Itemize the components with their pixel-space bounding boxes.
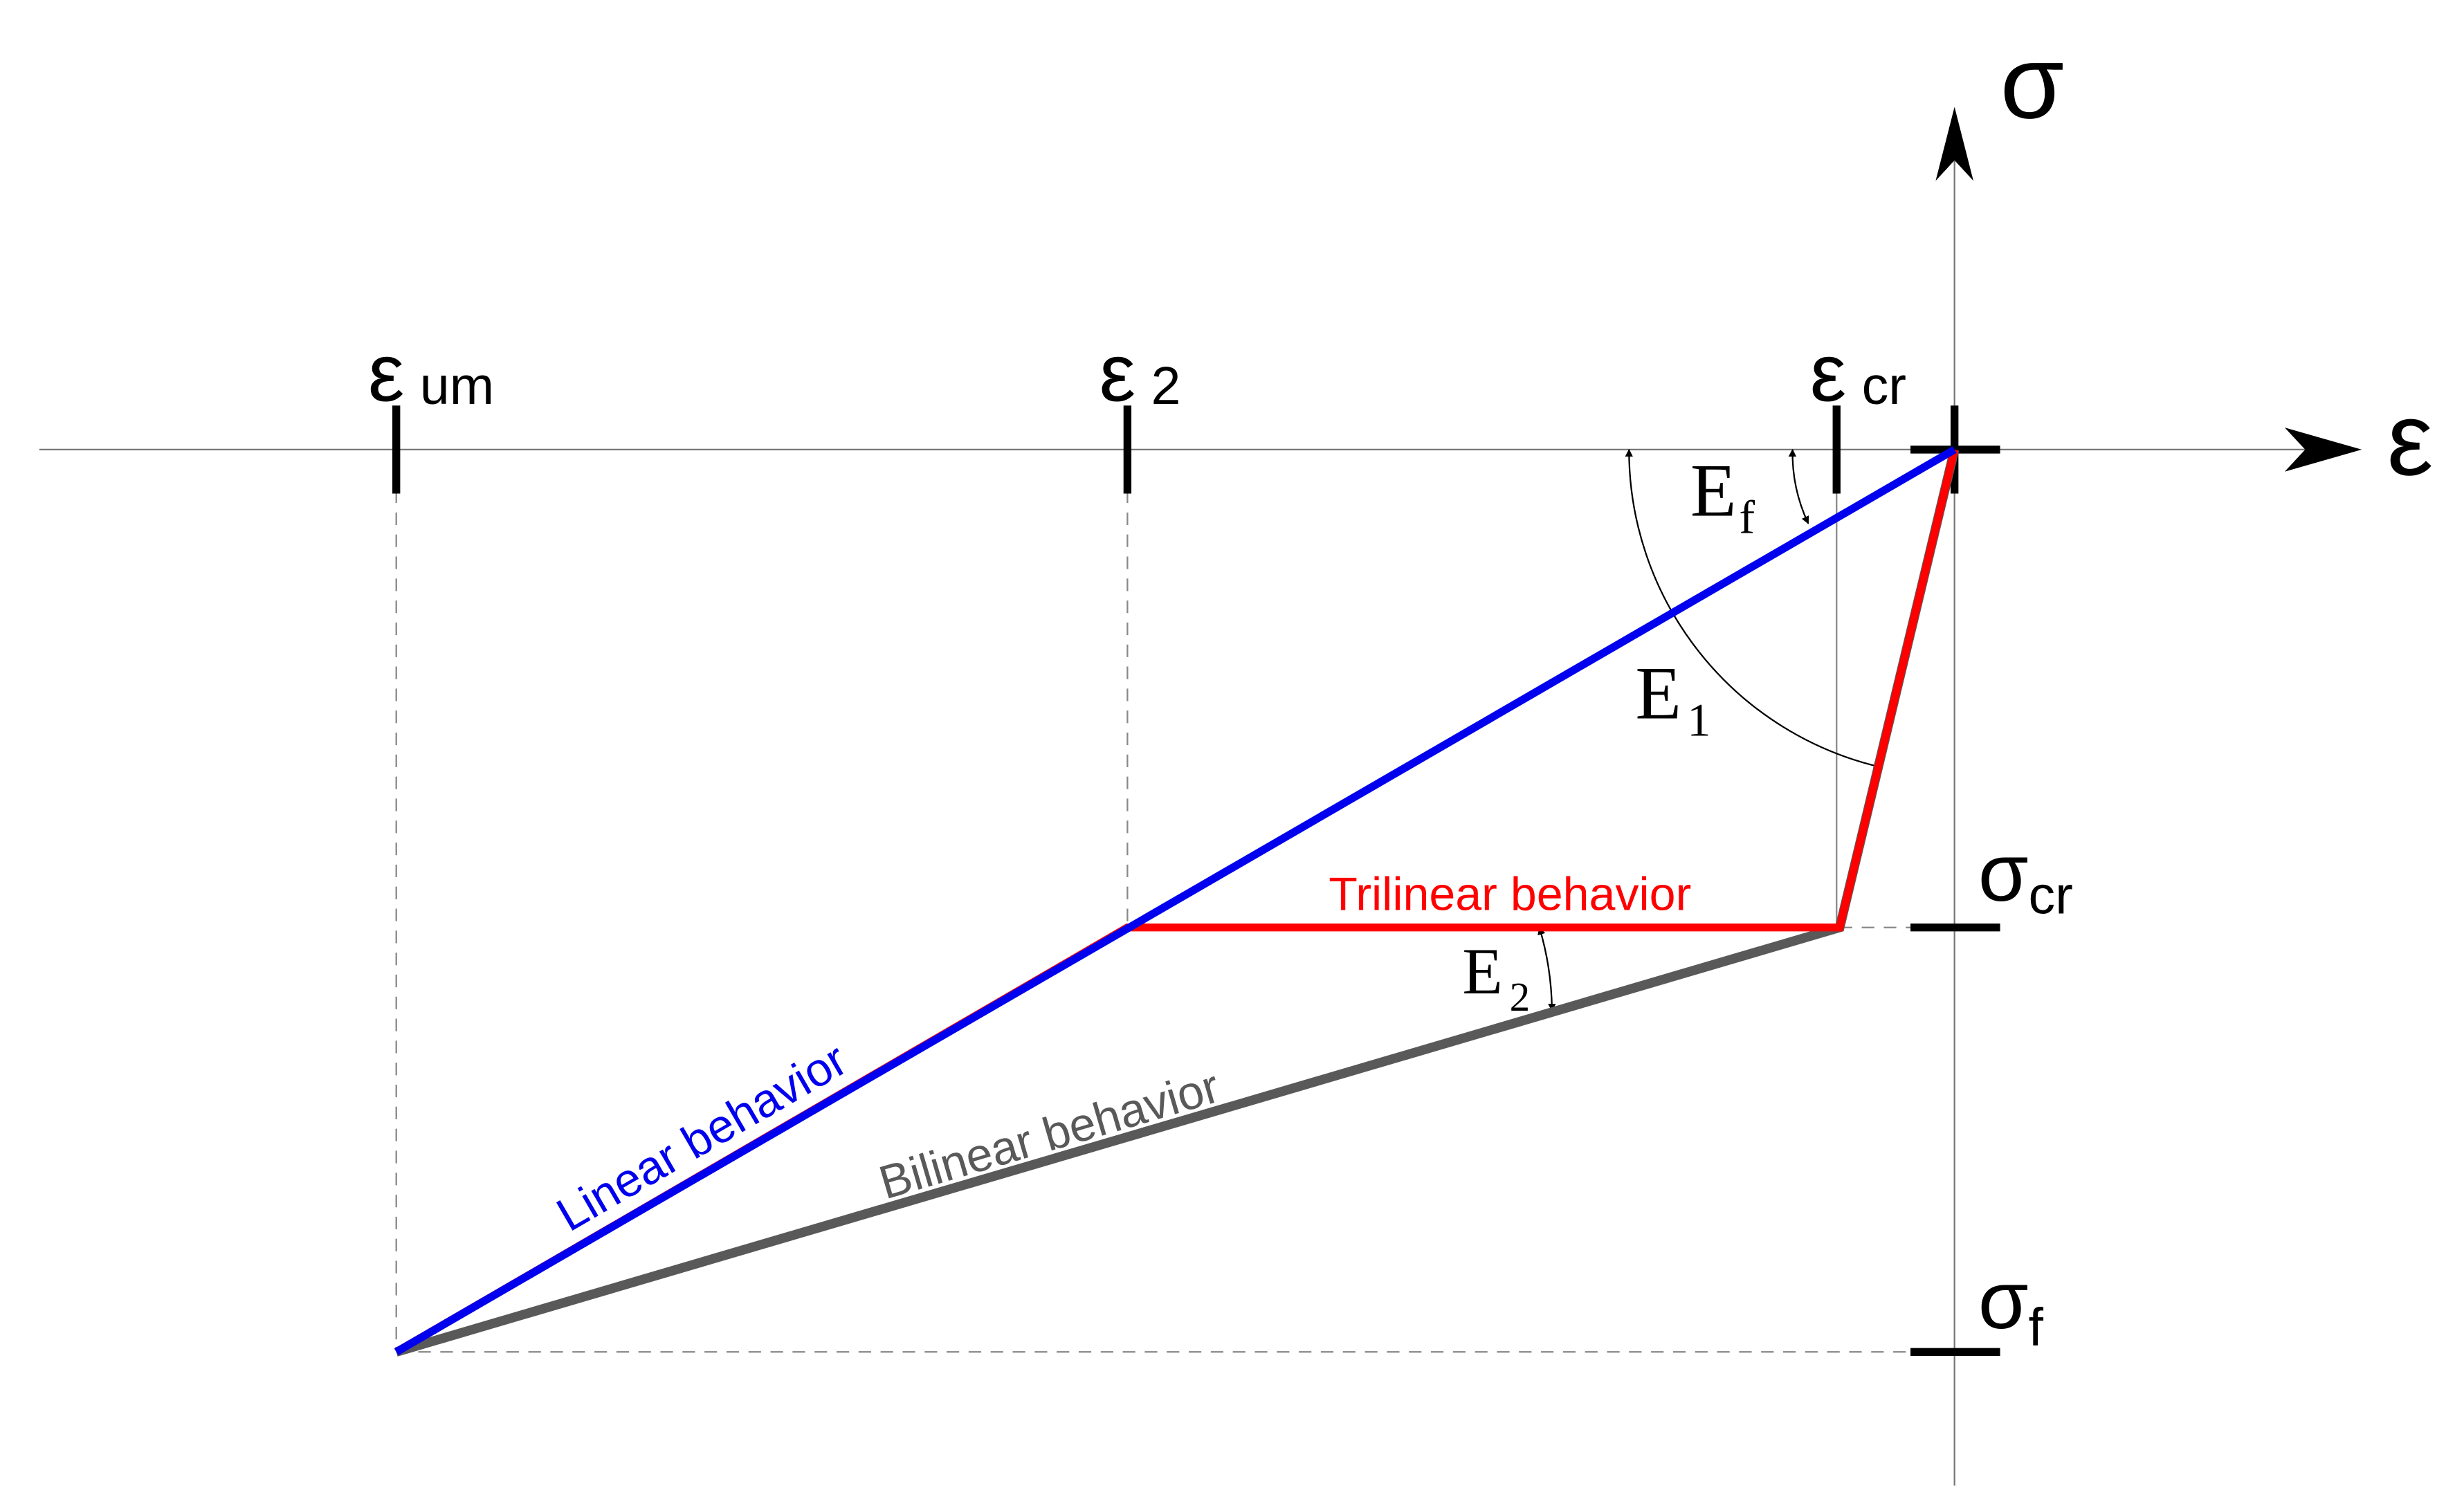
svg-text:σ: σ [1978,827,2029,919]
svg-text:ε: ε [1099,327,1135,419]
arc-E2 [1537,926,1556,1012]
stress-axis-symbol: σ [2000,24,2065,140]
label-Ef: E f [1690,448,1755,543]
label-scr: σ cr [1978,827,2073,925]
svg-text:2: 2 [1151,356,1180,416]
linear-behavior-line [394,446,1957,1356]
svg-text:E: E [1462,935,1502,1008]
arc-Ef [1788,448,1809,524]
label-sf: σ f [1978,1255,2044,1357]
svg-text:σ: σ [1978,1255,2029,1346]
label-ecr: ε cr [1810,327,1906,419]
bilinear-behavior-label: Bilinear behavior [873,1060,1225,1209]
svg-text:E: E [1690,448,1737,532]
svg-text:2: 2 [1510,974,1531,1020]
linear-behavior-label: Linear behavior [548,1033,856,1241]
svg-text:ε: ε [1810,327,1847,419]
svg-text:cr: cr [2028,865,2072,925]
trilinear-behavior-label: Trilinear behavior [1329,868,1691,921]
svg-text:1: 1 [1687,694,1710,746]
stress-axis-arrowhead [1935,107,1973,181]
label-E1: E 1 [1635,652,1710,746]
svg-text:E: E [1635,652,1681,735]
arc-E1 [1625,448,1881,770]
svg-text:ε: ε [368,327,405,419]
label-E2: E 2 [1462,935,1530,1020]
label-e2: ε 2 [1099,327,1180,419]
svg-text:f: f [1739,490,1755,543]
svg-text:cr: cr [1862,356,1906,416]
strain-axis-symbol: ε [2387,380,2434,497]
label-eum: ε um [368,327,494,419]
svg-text:um: um [420,356,494,416]
svg-text:f: f [2028,1298,2043,1357]
strain-axis-arrowhead [2284,428,2362,472]
